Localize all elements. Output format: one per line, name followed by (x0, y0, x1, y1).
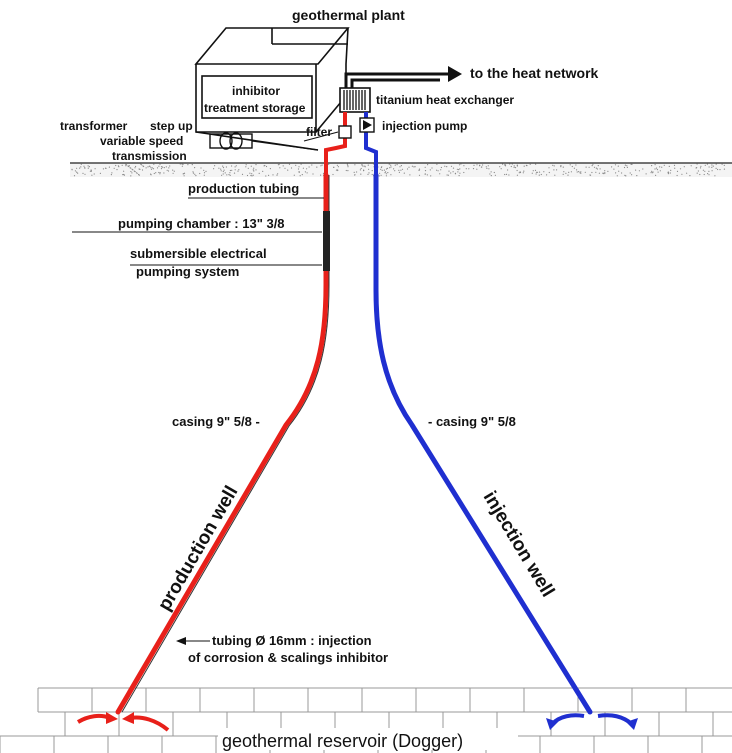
plant-label: geothermal plant (292, 7, 405, 23)
plant-building (194, 27, 350, 151)
injection-pump-icon (359, 117, 375, 133)
heat-exchanger-label: titanium heat exchanger (376, 93, 514, 107)
injection-arrow-head-left (546, 718, 558, 730)
injection-well (373, 172, 593, 715)
transformer-label: transformer (60, 119, 128, 133)
heat-exchanger-icon (339, 87, 371, 113)
production-tubing-line (121, 175, 330, 713)
injection-well-label: injection well (479, 488, 558, 601)
production-arrow-head-left (106, 712, 118, 724)
inhibitor-label: inhibitor (232, 84, 280, 98)
injection-pump-label: injection pump (382, 119, 467, 133)
tubing-label: tubing Ø 16mm : injection (212, 633, 372, 648)
variable-speed-label: variable speed (100, 134, 183, 148)
heat-network-pipes (344, 72, 450, 88)
inhibitor-injection-label: of corrosion & scalings inhibitor (188, 650, 388, 665)
production-tubing-label: production tubing (188, 181, 299, 196)
filter-box-icon (338, 125, 352, 139)
heat-network-label: to the heat network (470, 65, 599, 81)
production-well (115, 172, 329, 715)
storage-label: treatment storage (204, 101, 306, 115)
production-well-label: production well (154, 482, 242, 614)
injection-arrow-head-right (626, 718, 638, 730)
leader-lines (72, 131, 339, 642)
transformer-coil-icon (209, 132, 319, 151)
ground-surface (70, 162, 732, 177)
production-inflow-arrows (76, 713, 170, 732)
inhibitor-storage-box (201, 75, 313, 119)
pump-chamber (323, 211, 330, 271)
casing-right-label: - casing 9" 5/8 (428, 414, 516, 429)
transmission-label: transmission (112, 149, 187, 163)
reservoir-label-backdrop (218, 728, 518, 750)
heat-network-arrow (448, 66, 462, 82)
reservoir-label: geothermal reservoir (Dogger) (222, 731, 463, 751)
production-arrow-head-right (122, 712, 134, 724)
pumping-system-label: pumping system (136, 264, 239, 279)
filter-label: filter (306, 125, 332, 139)
step-up-label: step up (150, 119, 193, 133)
submersible-label: submersible electrical (130, 246, 267, 261)
casing-left-label: casing 9" 5/8 - (172, 414, 260, 429)
pumping-chamber-label: pumping chamber : 13" 3/8 (118, 216, 285, 231)
injection-outflow-arrows (550, 713, 634, 726)
tubing-arrow-head (176, 637, 186, 645)
